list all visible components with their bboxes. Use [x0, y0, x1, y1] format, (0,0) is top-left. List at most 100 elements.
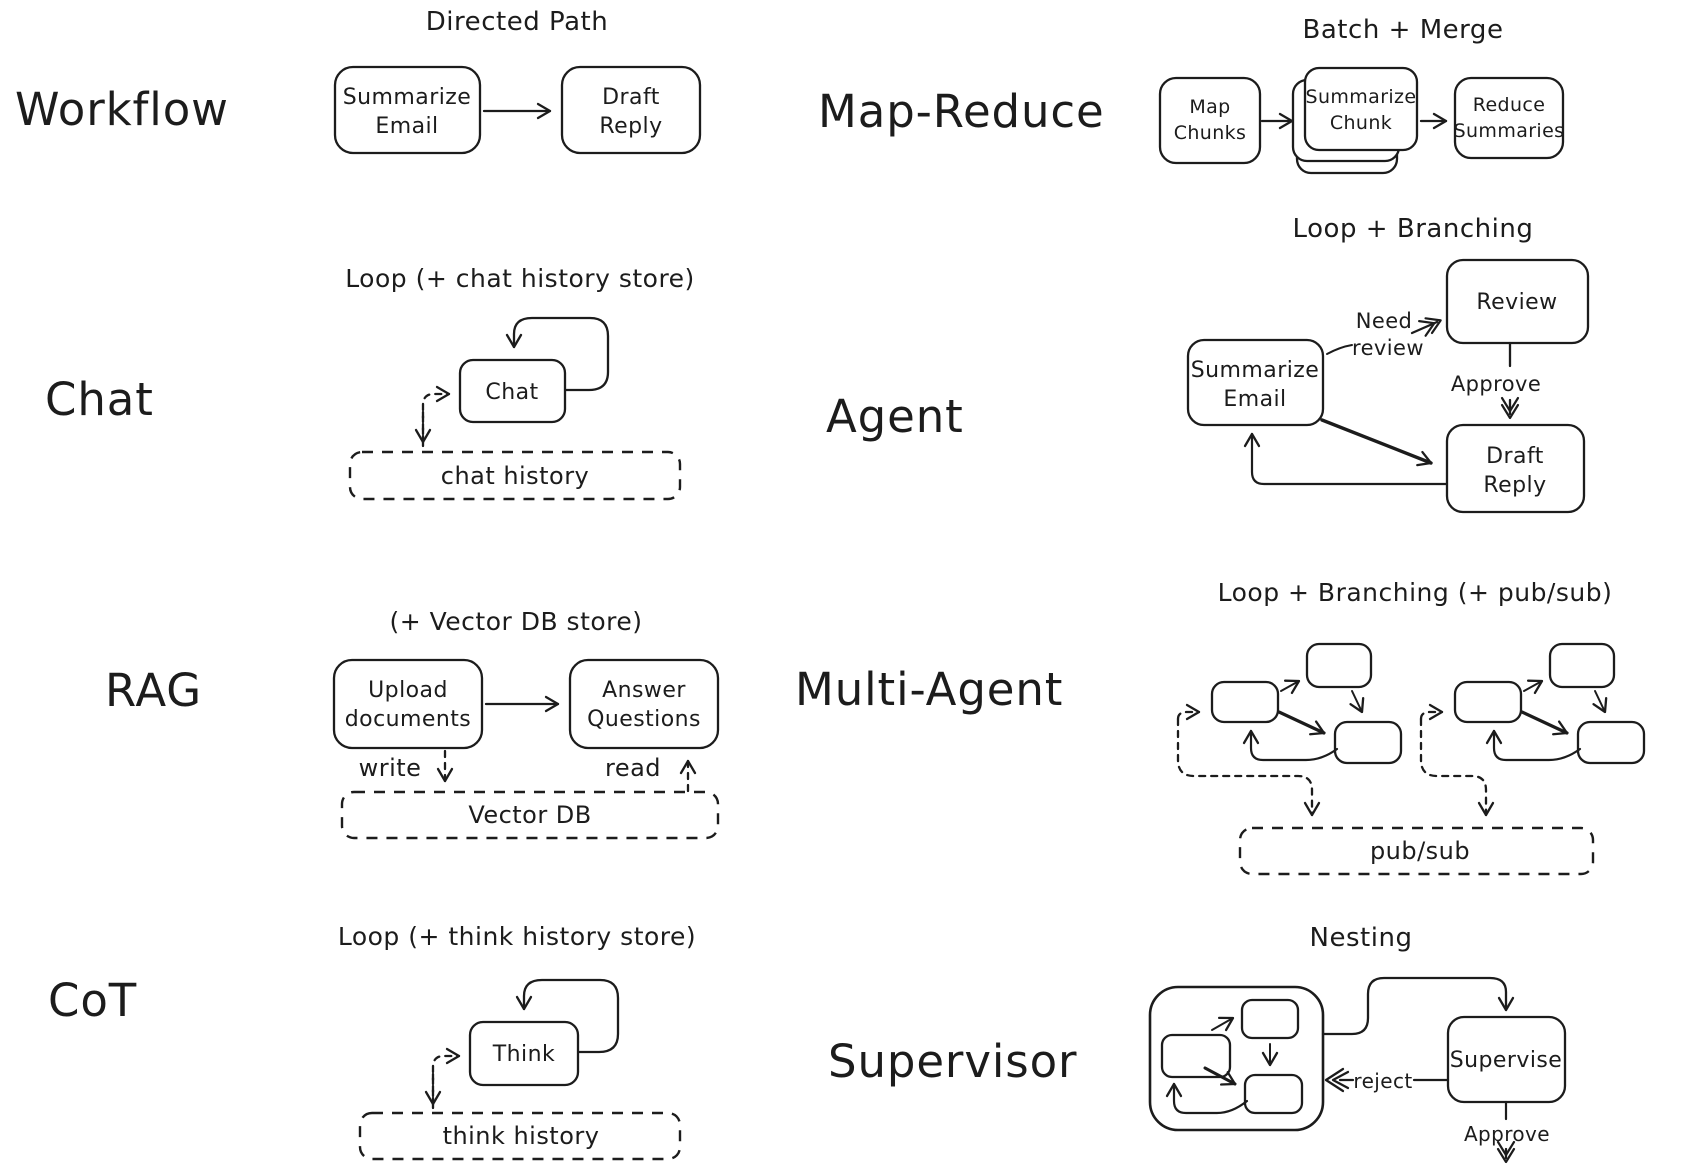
cluster-a-pubsub-out-arrow — [1176, 717, 1321, 817]
agent-section-label: Agent — [826, 390, 964, 443]
summarize-chunk-label-line1: Summarize — [1306, 86, 1417, 108]
cluster-b-left-to-top-arrow — [1523, 679, 1544, 695]
container-to-supervise-arrow — [1321, 976, 1515, 1036]
draft-reply-label-line1: Draft — [602, 85, 660, 110]
chat-history-store-label: chat history — [441, 462, 589, 490]
cluster-b-loop-arrow — [1485, 729, 1582, 762]
chat-node-label: Chat — [485, 380, 538, 405]
supervisor-section: Supervisor Nesting Supervise reject Appr… — [828, 923, 1567, 1164]
nested-loop-arrow — [1165, 1082, 1249, 1115]
cluster-a-top-to-bottom-arrow — [1349, 690, 1365, 714]
cluster-b-pubsub-out-arrow — [1419, 717, 1495, 817]
map-reduce-section: Map-Reduce Batch + Merge Map Chunks Summ… — [818, 15, 1565, 175]
agent-summarize-email-label-line1: Summarize — [1191, 358, 1319, 383]
think-store-read-arrow — [431, 1047, 461, 1110]
cluster-a-left-to-bottom-arrow — [1277, 710, 1326, 736]
cot-pattern-title: Loop (+ think history store) — [338, 922, 696, 951]
answer-questions-node — [568, 658, 720, 750]
need-review-edge-label-line2: review — [1352, 336, 1424, 360]
need-review-edge-tail — [1326, 344, 1353, 355]
reduce-summaries-label-line1: Reduce — [1473, 94, 1546, 116]
supervisor-approve-edge-label: Approve — [1464, 1122, 1550, 1146]
supervise-node-label: Supervise — [1450, 1048, 1563, 1073]
upload-documents-label-line2: documents — [345, 707, 471, 732]
pub-sub-store — [1238, 826, 1595, 876]
answer-questions-label-line2: Questions — [587, 707, 701, 732]
think-history-store-label: think history — [443, 1122, 600, 1150]
draft-to-summarize-loop-arrow — [1243, 432, 1449, 486]
nested-left-to-top-arrow — [1211, 1016, 1235, 1032]
cot-section: CoT Loop (+ think history store) Think t… — [48, 922, 696, 1161]
reduce-summaries-label-line2: Summaries — [1454, 120, 1565, 142]
vector-db-store — [340, 790, 720, 840]
write-edge-label: write — [359, 754, 422, 782]
supervisor-section-label: Supervisor — [828, 1035, 1077, 1088]
rag-section-label: RAG — [105, 664, 202, 717]
chat-self-loop-arrow — [505, 316, 610, 392]
cot-section-label: CoT — [48, 974, 137, 1027]
nested-left-to-bottom-arrow — [1203, 1066, 1237, 1086]
nested-bottom-node — [1243, 1073, 1304, 1115]
need-review-arrow — [1410, 317, 1442, 337]
read-edge-label: read — [605, 754, 661, 782]
cluster-a-top-node — [1305, 642, 1373, 689]
map-chunks-label-line1: Map — [1189, 96, 1230, 118]
pub-sub-store-label: pub/sub — [1370, 837, 1470, 865]
cluster-b-pubsub-in-arrow — [1419, 703, 1444, 721]
chat-pattern-title: Loop (+ chat history store) — [345, 264, 695, 293]
agent-summarize-email-node — [1186, 338, 1325, 427]
nested-left-node — [1160, 1033, 1232, 1079]
approve-edge-label: Approve — [1451, 372, 1541, 396]
map-chunks-node — [1158, 76, 1262, 165]
chat-section-label: Chat — [45, 373, 154, 426]
cluster-a-left-to-top-arrow — [1280, 679, 1301, 695]
chat-section: Chat Loop (+ chat history store) Chat ch… — [45, 264, 695, 501]
agent-cluster-a — [1176, 642, 1403, 817]
agent-summarize-email-label-line2: Email — [1223, 387, 1286, 412]
multi-agent-section: Multi-Agent Loop + Branching (+ pub/sub) — [795, 578, 1646, 876]
summarize-email-node — [333, 65, 482, 155]
answer-questions-label-line1: Answer — [602, 678, 686, 703]
agent-pattern-title: Loop + Branching — [1293, 214, 1534, 244]
cluster-b-top-to-bottom-arrow — [1592, 690, 1608, 714]
summarize-email-label-line2: Email — [375, 114, 438, 139]
draft-reply-node — [560, 65, 702, 155]
cluster-a-bottom-node — [1333, 720, 1403, 765]
map-reduce-pattern-title: Batch + Merge — [1303, 15, 1504, 45]
chat-history-store — [348, 450, 682, 501]
think-self-loop-arrow — [515, 978, 620, 1054]
agent-cluster-b — [1419, 642, 1646, 817]
summarize-chunk-label-line2: Chunk — [1330, 112, 1392, 134]
map-reduce-section-label: Map-Reduce — [818, 85, 1105, 138]
summarize-to-draft-arrow — [1320, 418, 1433, 467]
supervisor-pattern-title: Nesting — [1309, 923, 1412, 953]
reject-edge-label: reject — [1353, 1069, 1412, 1093]
cluster-b-left-to-bottom-arrow — [1520, 710, 1569, 736]
reject-arrowhead — [1324, 1067, 1350, 1093]
agent-draft-reply-label-line2: Reply — [1483, 473, 1546, 498]
chat-store-read-arrow — [421, 385, 451, 448]
summarize-chunk-node — [1303, 66, 1419, 152]
workflow-section: Workflow Directed Path Summarize Email D… — [15, 7, 702, 155]
agent-section: Agent Loop + Branching Review Summarize … — [826, 214, 1590, 514]
rag-section: RAG (+ Vector DB store) Upload documents… — [105, 607, 720, 840]
multi-agent-section-label: Multi-Agent — [795, 663, 1063, 716]
review-node-label: Review — [1476, 290, 1557, 315]
agent-draft-reply-label-line1: Draft — [1486, 444, 1544, 469]
multi-agent-pattern-title: Loop + Branching (+ pub/sub) — [1218, 578, 1613, 607]
upload-documents-label-line1: Upload — [368, 678, 448, 703]
rag-pattern-title: (+ Vector DB store) — [389, 607, 642, 636]
cluster-a-loop-arrow — [1242, 729, 1339, 762]
vector-db-store-label: Vector DB — [468, 801, 591, 829]
upload-documents-node — [332, 658, 484, 750]
think-node — [468, 1020, 580, 1087]
cluster-b-top-node — [1548, 642, 1616, 689]
reduce-summaries-node — [1453, 76, 1565, 160]
think-node-label: Think — [492, 1042, 555, 1067]
summarize-email-label-line1: Summarize — [343, 85, 471, 110]
think-history-store — [358, 1111, 682, 1161]
cluster-a-left-node — [1210, 680, 1280, 724]
map-chunks-label-line2: Chunks — [1174, 122, 1247, 144]
cluster-b-left-node — [1453, 680, 1523, 724]
